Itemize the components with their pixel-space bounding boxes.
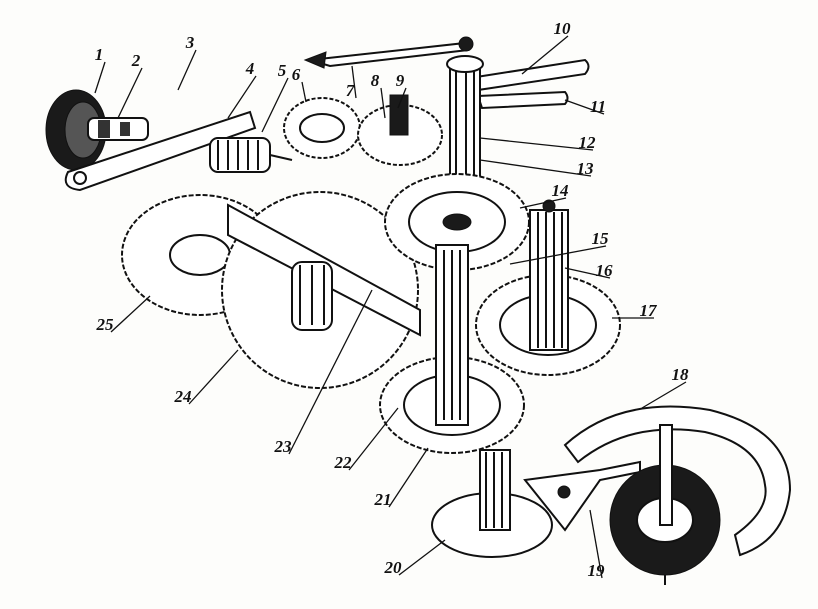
leader-line-25 [110,295,151,333]
part-label-10: 10 [554,19,572,38]
part-label-2: 2 [131,51,141,70]
clutch-pinion [209,137,293,173]
part-label-1: 1 [95,45,104,64]
leader-line-6 [301,81,307,103]
barrel-arbor [227,203,421,337]
part-label-8: 8 [371,71,380,90]
leader-line-16 [564,267,611,279]
leader-line-8 [380,87,386,119]
minute-wheel [357,94,443,166]
part-label-3: 3 [185,33,195,52]
part-label-21: 21 [374,490,392,509]
part-label-4: 4 [245,59,255,78]
part-label-22: 22 [334,453,353,472]
leader-lines [94,35,687,579]
leader-line-14 [519,197,567,209]
leader-line-23 [288,289,373,455]
leader-line-13 [479,159,592,177]
leader-line-7 [351,65,357,99]
leader-line-24 [188,349,239,405]
leader-line-18 [641,381,687,409]
drive-pinion [435,244,469,426]
part-label-24: 24 [174,387,192,406]
minute-hand [303,41,470,69]
fourth-pinion [529,199,569,351]
part-label-15: 15 [592,229,610,248]
part-label-11: 11 [590,97,606,116]
part-label-12: 12 [579,133,597,152]
part-label-9: 9 [396,71,405,90]
second-hand [476,90,569,110]
part-label-18: 18 [672,365,690,384]
part-label-6: 6 [292,65,301,84]
leader-line-2 [117,67,143,119]
part-label-7: 7 [346,81,356,100]
leader-line-10 [521,35,569,75]
leader-line-9 [397,87,407,109]
part-label-20: 20 [384,558,403,577]
winding-stem [87,117,149,141]
leader-line-21 [388,447,429,508]
part-label-13: 13 [577,159,595,178]
leader-line-19 [589,509,603,579]
balance-wheel [563,405,792,585]
leader-line-15 [509,245,607,265]
leader-line-20 [398,539,446,576]
gear-ring-6 [283,97,361,159]
leader-line-1 [94,61,106,94]
part-label-19: 19 [588,561,606,580]
part-label-5: 5 [278,61,287,80]
leader-line-3 [177,49,197,91]
part-label-23: 23 [274,437,293,456]
part-label-14: 14 [552,181,569,200]
leader-line-4 [227,75,257,119]
escape-wheel [431,449,553,558]
part-label-17: 17 [640,301,659,320]
part-label-25: 25 [96,315,115,334]
leader-line-22 [348,407,399,471]
leader-line-11 [564,99,605,115]
hour-hand [468,58,590,92]
part-label-16: 16 [596,261,614,280]
leader-line-5 [261,77,289,133]
leader-line-12 [479,137,594,151]
